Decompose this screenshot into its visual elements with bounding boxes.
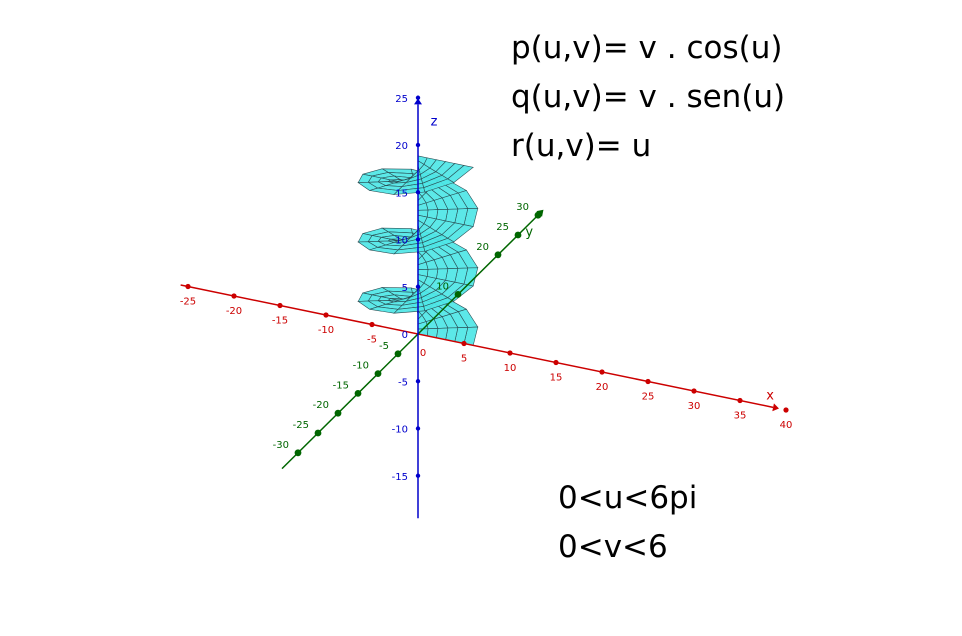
x-tick-label: -5 xyxy=(367,335,377,346)
x-tick-label: 25 xyxy=(642,392,655,403)
x-tick-label: 40 xyxy=(780,420,793,431)
y-tick-label: -25 xyxy=(293,420,309,431)
z-tick-dot xyxy=(415,473,421,478)
x-tick-dot xyxy=(691,388,697,394)
z-tick-label: -10 xyxy=(392,425,408,436)
z-tick-dot xyxy=(415,142,421,148)
x-tick-dot xyxy=(231,293,237,299)
x-tick-dot xyxy=(369,321,375,328)
x-tick-dot xyxy=(553,359,559,366)
x-tick-dot xyxy=(737,397,743,404)
axes xyxy=(180,95,789,519)
z-tick-dot xyxy=(415,237,421,242)
z-tick-label: -15 xyxy=(392,472,408,483)
y-tick-dot xyxy=(334,409,342,417)
equation-q: q(u,v)= v . sen(u) xyxy=(511,79,786,115)
x-tick-dot xyxy=(323,312,329,318)
x-tick-label: -10 xyxy=(318,325,334,336)
x-tick-dot xyxy=(461,340,467,347)
y-tick-dot xyxy=(514,231,522,239)
surface-patch xyxy=(369,187,399,195)
y-tick-dot xyxy=(454,291,462,298)
z-tick-label: 20 xyxy=(395,141,408,152)
x-tick-label: 35 xyxy=(734,411,747,422)
x-tick-dot xyxy=(645,378,651,385)
z-tick-dot xyxy=(415,190,421,195)
z-tick-dot xyxy=(415,426,421,431)
surface-patch xyxy=(369,306,399,314)
x-tick-label: -25 xyxy=(180,297,196,308)
x-tick-label: 5 xyxy=(461,354,467,365)
z-axis-name: z xyxy=(431,114,438,129)
z-tick-label: 0 xyxy=(402,330,408,341)
y-tick-label: -5 xyxy=(379,341,389,352)
z-tick-label: 25 xyxy=(395,94,408,105)
range-u: 0<u<6pi xyxy=(558,480,698,516)
z-tick-dot xyxy=(415,379,421,384)
x-tick-label: 15 xyxy=(550,373,563,384)
x-tick-dot xyxy=(507,350,513,356)
z-tick-label: 10 xyxy=(395,236,408,247)
x-tick-label: -15 xyxy=(272,316,288,327)
z-axis-arrow-icon xyxy=(414,98,422,105)
surface-patch xyxy=(369,247,399,255)
y-tick-label: 30 xyxy=(516,202,529,213)
x-tick-label: 30 xyxy=(688,401,701,412)
x-axis-name: x xyxy=(766,388,774,403)
y-tick-dot xyxy=(354,390,362,397)
y-tick-label: 20 xyxy=(476,242,489,253)
x-tick-dot xyxy=(277,302,283,309)
x-tick-label: -20 xyxy=(226,306,242,317)
y-tick-label: -30 xyxy=(273,440,289,451)
range-v: 0<v<6 xyxy=(558,529,668,565)
equation-r: r(u,v)= u xyxy=(511,128,652,164)
y-tick-dot xyxy=(534,211,542,219)
x-tick-label: 10 xyxy=(504,363,517,374)
z-tick-label: 5 xyxy=(402,283,408,294)
x-axis-arrow-icon xyxy=(772,403,779,412)
y-tick-dot xyxy=(494,251,502,259)
y-tick-label: 10 xyxy=(436,281,449,292)
x-tick-label: 20 xyxy=(596,382,609,393)
z-tick-label: -5 xyxy=(398,377,408,388)
y-tick-dot xyxy=(394,350,402,358)
x-tick-dot xyxy=(185,283,191,290)
y-axis-name: y xyxy=(525,225,533,240)
z-tick-dot xyxy=(415,95,421,100)
z-tick-label: 15 xyxy=(395,188,408,199)
y-tick-label: -20 xyxy=(313,400,329,411)
y-tick-label: -15 xyxy=(333,380,349,391)
y-tick-dot xyxy=(294,449,302,457)
x-tick-label: 0 xyxy=(420,348,426,359)
equation-p: p(u,v)= v . cos(u) xyxy=(511,30,783,66)
x-axis-line xyxy=(180,284,774,409)
x-tick-dot xyxy=(783,407,789,413)
y-tick-label: 25 xyxy=(496,222,509,233)
z-tick-dot xyxy=(415,284,421,289)
y-tick-dot xyxy=(374,370,382,377)
y-tick-dot xyxy=(314,429,322,437)
y-tick-label: -10 xyxy=(353,361,369,372)
x-tick-dot xyxy=(599,369,605,375)
